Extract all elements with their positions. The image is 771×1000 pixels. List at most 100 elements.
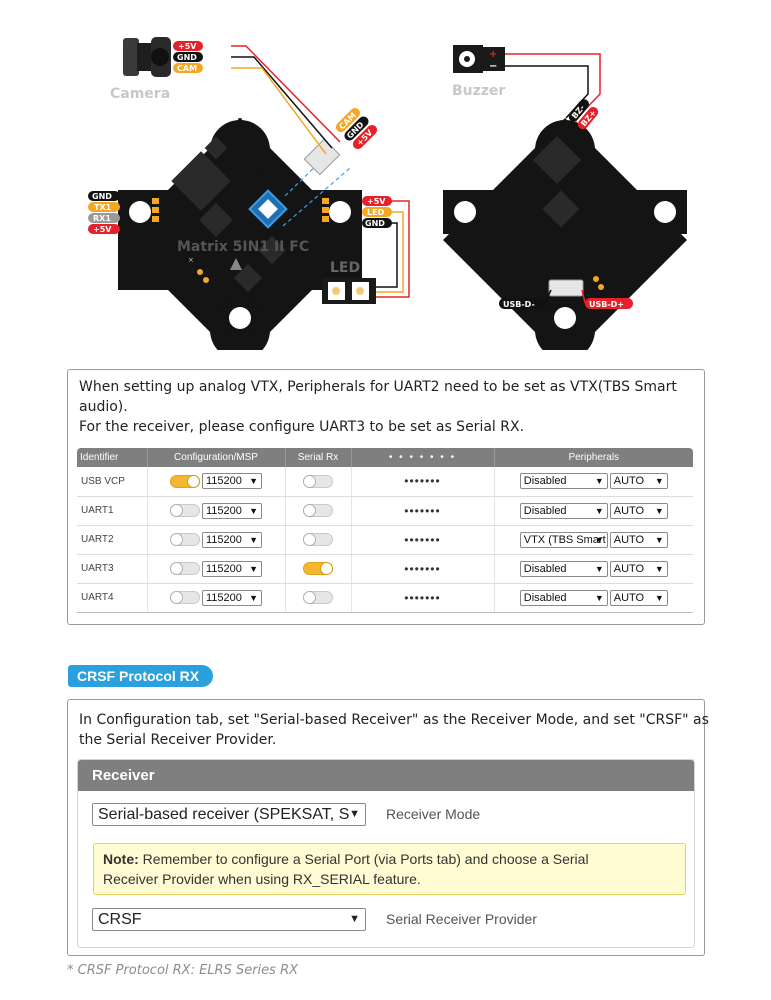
peripherals-cell: Disabled ▼ AUTO ▼	[494, 496, 693, 526]
usb-plus-label: USB-D+	[589, 300, 624, 309]
msp-toggle[interactable]	[170, 562, 200, 575]
msp-toggle[interactable]	[170, 504, 200, 517]
peripheral-value: Disabled	[523, 504, 567, 517]
peripheral-value: VTX (TBS Smart	[523, 533, 606, 546]
fc-board-left: × Matrix 5IN1 II FC	[118, 118, 577, 350]
chevron-down-icon: ▼	[249, 534, 258, 545]
chevron-down-icon: ▼	[594, 505, 604, 516]
masked-value: •••••••	[404, 474, 441, 489]
peripherals-cell: Disabled▼ AUTO ▼	[494, 467, 693, 497]
baud-value: 115200	[206, 562, 242, 575]
peripheral-baud-select[interactable]: AUTO▼	[609, 589, 668, 606]
baud-value: 115200	[206, 475, 242, 488]
uart-pad-label: RX1	[93, 214, 111, 223]
toggle-knob	[303, 591, 316, 604]
led-strip: LED	[322, 260, 376, 304]
peripheral-baud-value: AUTO	[613, 504, 645, 517]
port-identifier: UART2	[77, 525, 148, 555]
board-title: Matrix 5IN1 II FC	[177, 239, 309, 255]
led-pad-label: +5V	[367, 197, 386, 206]
peripherals-cell: Disabled ▼ AUTO ▼	[494, 554, 693, 584]
chevron-down-icon: ▼	[594, 592, 604, 603]
config-msp-cell: 115200▼	[147, 554, 286, 584]
serial-rx-cell	[285, 467, 352, 497]
peripheral-baud-select[interactable]: AUTO ▼	[609, 502, 668, 519]
chevron-down-icon: ▼	[654, 505, 664, 516]
table-row: UART3 115200▼ ••••••• Disabled ▼ AUTO ▼	[77, 554, 693, 584]
config-msp-cell: 115200▼	[147, 496, 286, 526]
peripheral-value: Disabled	[523, 475, 567, 488]
telemetry-cell: •••••••	[351, 554, 495, 584]
baud-value: 115200	[206, 504, 242, 517]
serial-rx-cell	[285, 496, 352, 526]
camera-wire-label: GND	[177, 53, 197, 62]
telemetry-cell: •••••••	[351, 467, 495, 497]
peripheral-baud-value: AUTO	[613, 475, 645, 488]
receiver-mode-select[interactable]: Serial-based receiver (SPEKSAT, S ▼	[92, 803, 366, 826]
col-identifier: Identifier	[77, 448, 148, 467]
baud-select[interactable]: 115200▼	[202, 589, 262, 606]
peripheral-select[interactable]: Disabled▼	[519, 473, 608, 490]
dropdown-arrow-icon: ▼	[349, 913, 360, 925]
peripheral-baud-select[interactable]: AUTO ▼	[609, 560, 668, 577]
masked-value: •••••••	[404, 532, 441, 547]
buzzer-plus: +	[489, 49, 497, 60]
port-identifier: USB VCP	[77, 467, 148, 497]
peripheral-baud-select[interactable]: AUTO▼	[609, 531, 668, 548]
peripheral-value: Disabled	[523, 562, 567, 575]
chevron-down-icon: ▼	[654, 563, 664, 574]
led-pad-labels: +5V LED GND	[362, 196, 392, 228]
serial-rx-toggle[interactable]	[303, 504, 333, 517]
note-bold: Note:	[103, 851, 139, 867]
msp-toggle[interactable]	[170, 591, 200, 604]
receiver-mode-value: Serial-based receiver (SPEKSAT, S	[98, 806, 350, 823]
baud-select[interactable]: 115200▼	[202, 560, 262, 577]
led-pad-label: LED	[367, 208, 385, 217]
peripheral-select[interactable]: VTX (TBS Smart▼	[519, 531, 608, 548]
toggle-knob	[320, 562, 333, 575]
peripheral-baud-select[interactable]: AUTO ▼	[609, 473, 668, 490]
chevron-down-icon: ▼	[654, 476, 664, 487]
col-telemetry: • • • • • • •	[351, 448, 495, 467]
receiver-instructions-box: In Configuration tab, set "Serial-based …	[67, 699, 709, 956]
baud-select[interactable]: 115200 ▼	[202, 531, 262, 548]
uart-pad-label: TX1	[94, 203, 112, 212]
peripheral-select[interactable]: Disabled ▼	[519, 560, 608, 577]
msp-toggle[interactable]	[170, 533, 200, 546]
serial-rx-toggle[interactable]	[303, 562, 333, 575]
ports-intro: When setting up analog VTX, Peripherals …	[68, 370, 704, 437]
serial-provider-value: CRSF	[98, 911, 142, 928]
camera-wire-label: +5V	[178, 42, 197, 51]
peripheral-baud-value: AUTO	[613, 562, 645, 575]
msp-toggle[interactable]	[170, 474, 200, 488]
port-identifier: UART3	[77, 554, 148, 584]
table-row: UART1 115200▼ ••••••• Disabled ▼ AUTO ▼	[77, 496, 693, 526]
peripheral-select[interactable]: Disabled ▼	[519, 502, 608, 519]
baud-value: 115200	[206, 533, 242, 546]
peripheral-value: Disabled	[523, 591, 567, 604]
peripheral-select[interactable]: Disabled ▼	[519, 589, 608, 606]
receiver-panel-title: Receiver	[78, 760, 694, 791]
col-peripherals: Peripherals	[494, 448, 693, 467]
receiver-mode-label: Receiver Mode	[386, 806, 481, 822]
toggle-knob	[170, 562, 183, 575]
note-text: Remember to configure a Serial Port (via…	[138, 851, 589, 867]
uart-pad-label: GND	[92, 192, 112, 201]
port-identifier: UART1	[77, 496, 148, 526]
receiver-intro-line: the Serial Receiver Provider.	[79, 732, 277, 748]
telemetry-cell: •••••••	[351, 496, 495, 526]
serial-rx-toggle[interactable]	[303, 474, 333, 488]
baud-value: 115200	[206, 591, 242, 604]
chevron-down-icon: ▼	[594, 563, 604, 574]
serial-rx-toggle[interactable]	[303, 533, 333, 546]
baud-select[interactable]: 115200▼	[202, 473, 262, 490]
fc-board-right	[443, 118, 687, 350]
baud-select[interactable]: 115200▼	[202, 502, 262, 519]
peripherals-cell: Disabled ▼ AUTO▼	[494, 583, 693, 613]
peripheral-baud-value: AUTO	[613, 591, 645, 604]
port-identifier: UART4	[77, 583, 148, 613]
svg-text:×: ×	[188, 256, 194, 264]
serial-rx-toggle[interactable]	[303, 591, 333, 604]
serial-provider-select[interactable]: CRSF ▼	[92, 908, 366, 931]
